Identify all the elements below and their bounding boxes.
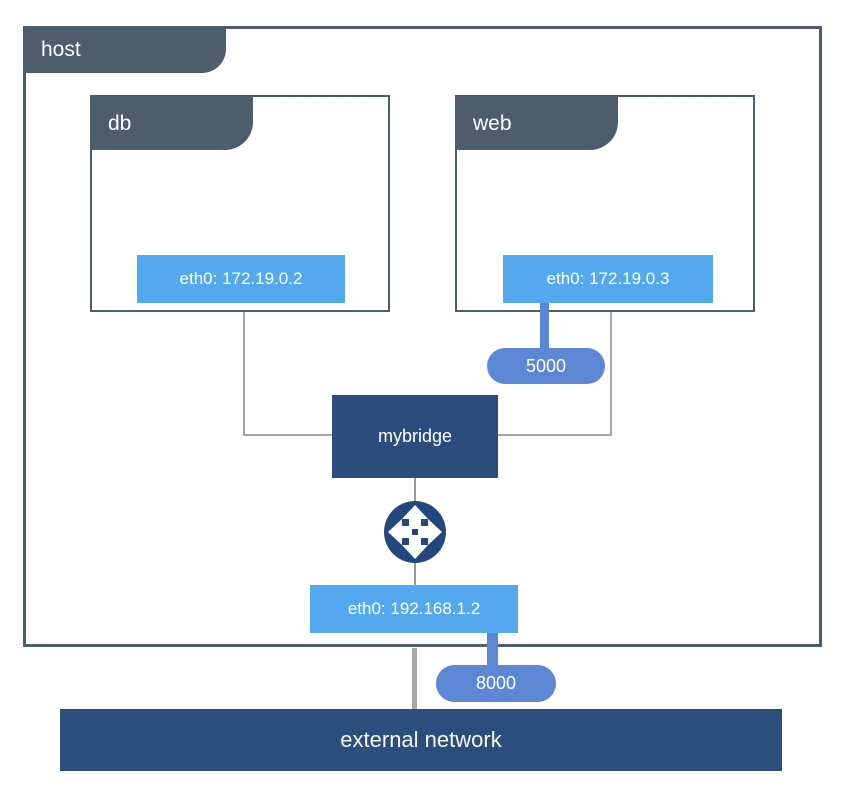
port-8000-badge: 8000 <box>436 665 556 702</box>
db-eth0-badge: eth0: 172.19.0.2 <box>137 255 345 303</box>
web-to-bridge-connector <box>498 312 612 436</box>
web-tab: web <box>457 97 618 150</box>
db-to-bridge-connector <box>243 312 332 436</box>
db-tab: db <box>92 97 253 150</box>
db-label: db <box>108 112 132 135</box>
bridge-node: mybridge <box>332 395 498 478</box>
port-5000-connector <box>540 303 549 349</box>
router-icon <box>384 501 446 563</box>
web-eth0-badge: eth0: 172.19.0.3 <box>503 255 713 303</box>
port-5000-badge: 5000 <box>487 348 605 384</box>
web-label: web <box>473 112 512 135</box>
host-container-box <box>23 26 822 647</box>
host-tab: host <box>23 26 226 73</box>
host-label: host <box>41 38 81 61</box>
external-network-bar: external network <box>60 709 782 771</box>
hosteth-to-external-connector <box>412 648 417 709</box>
port-8000-connector <box>487 633 498 666</box>
host-eth0-badge: eth0: 192.168.1.2 <box>310 585 518 633</box>
